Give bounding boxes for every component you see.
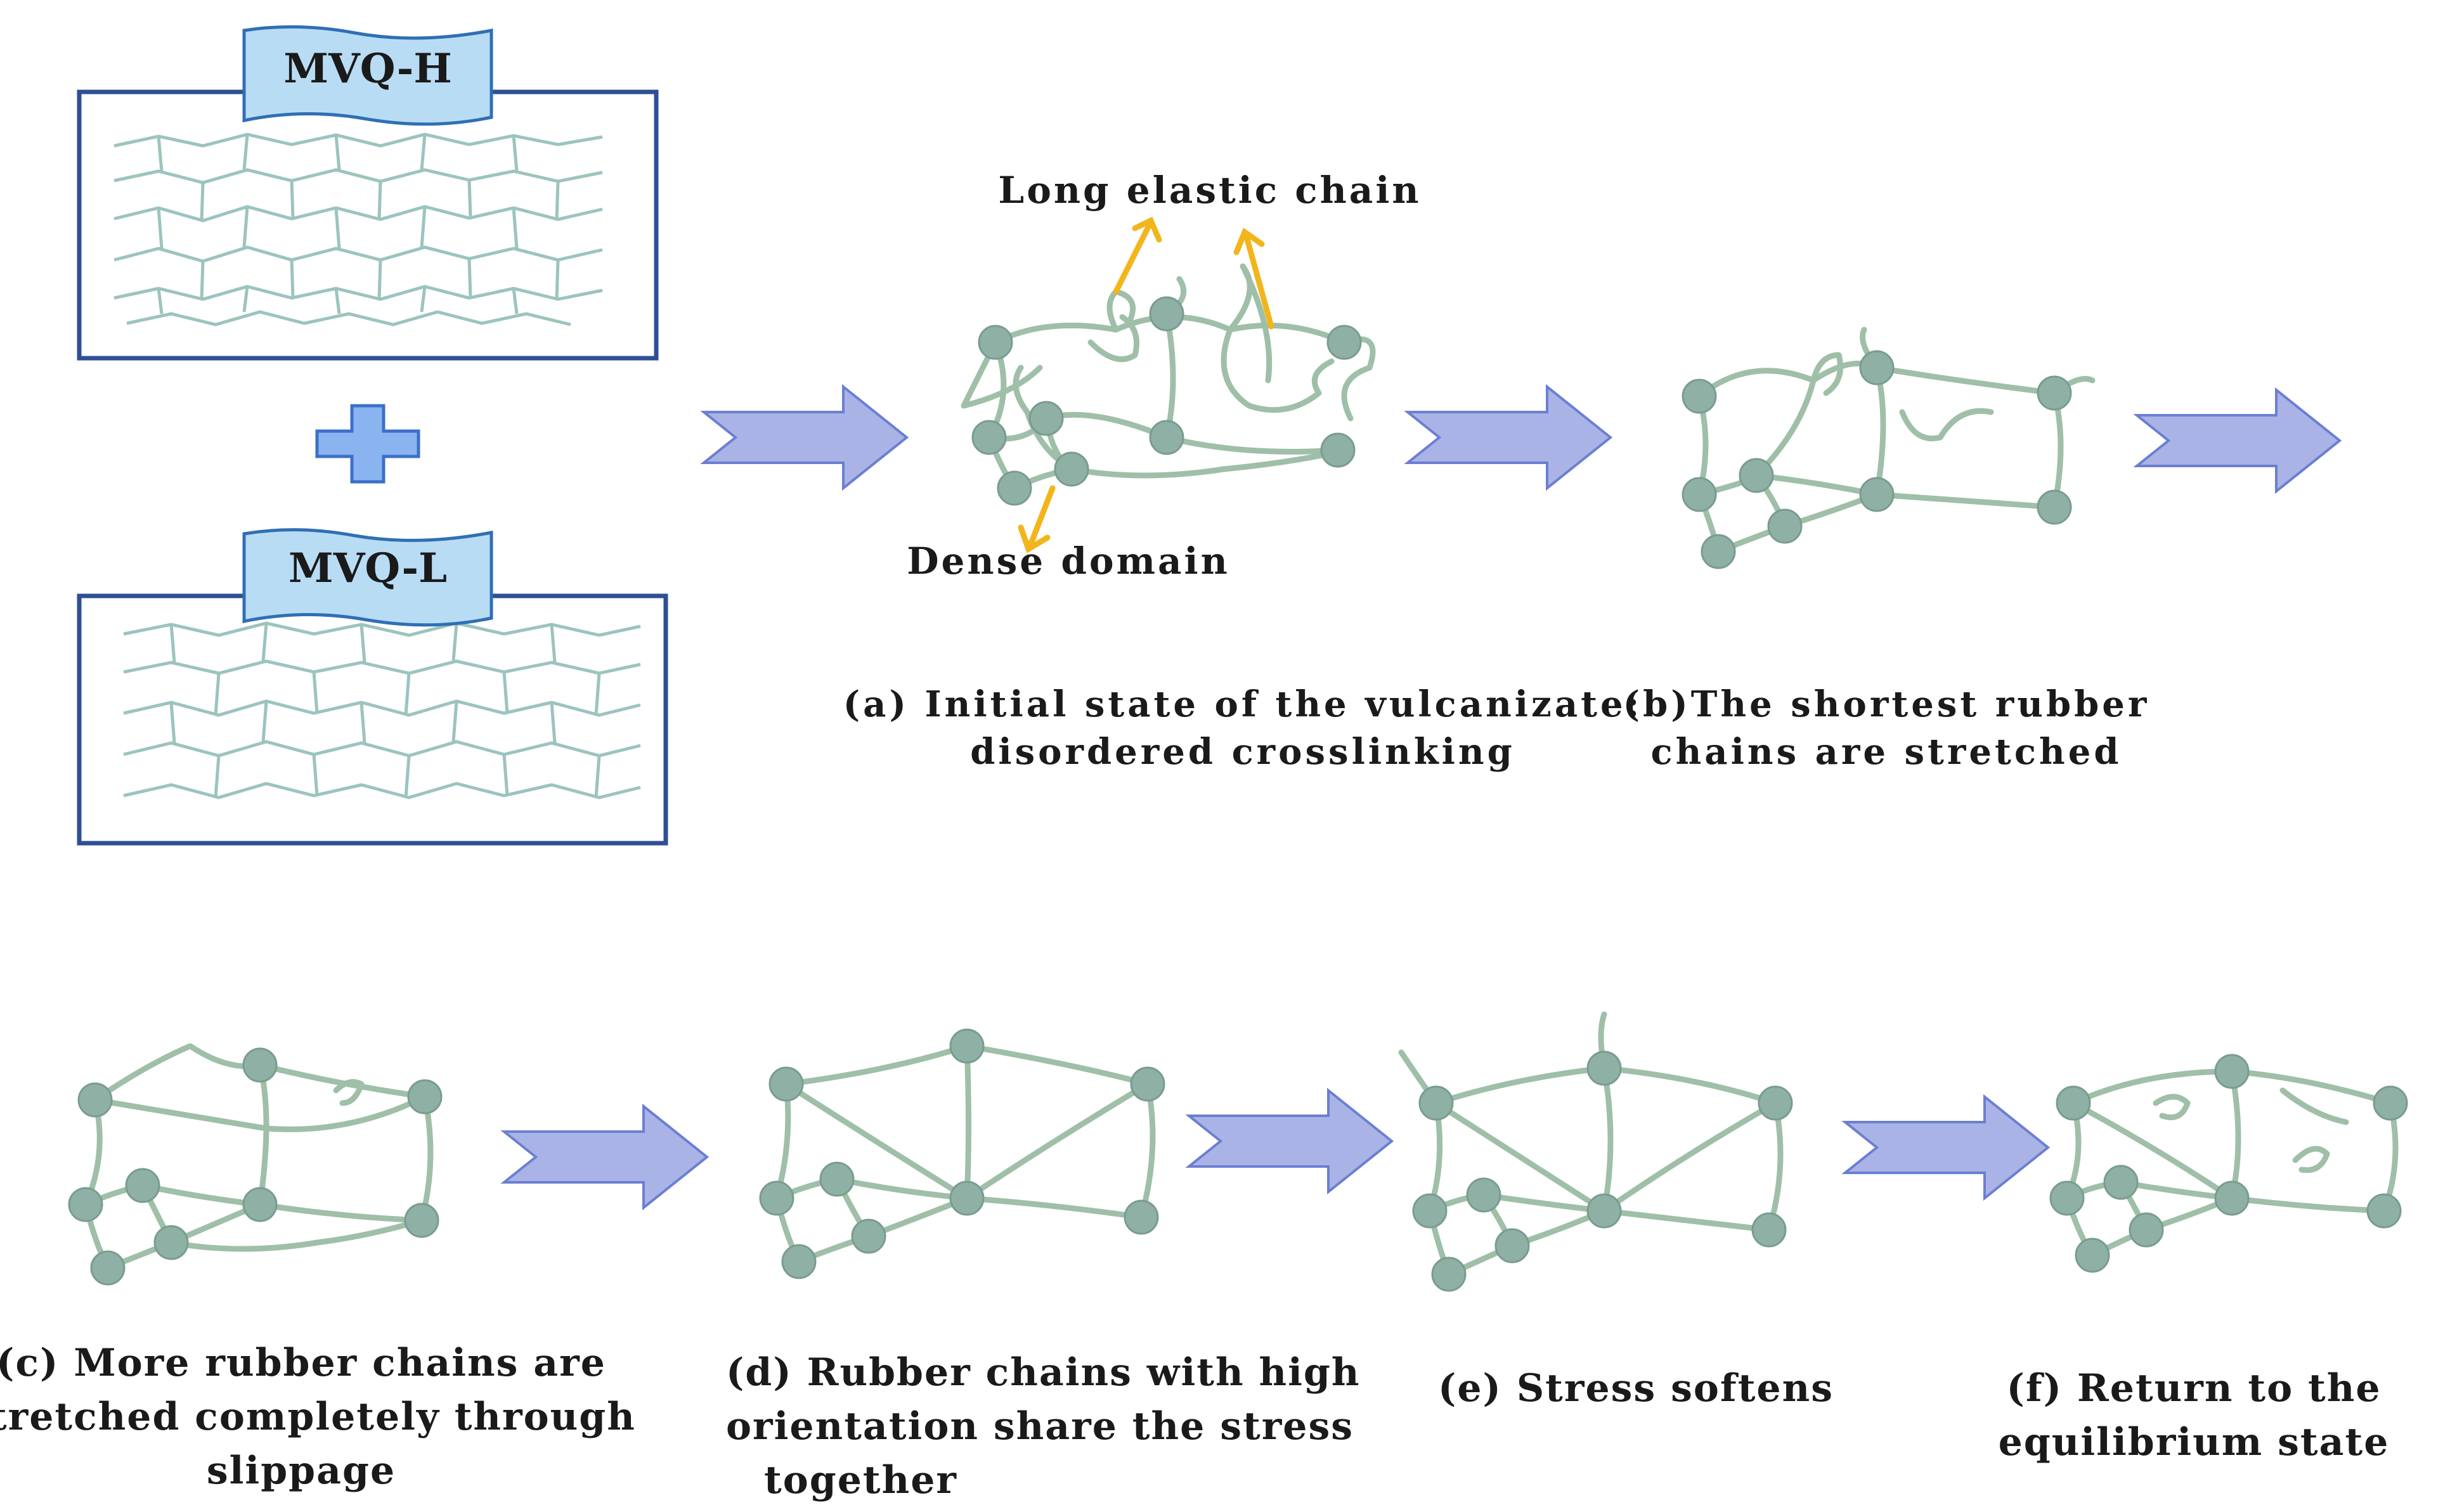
caption-e-line-1: (e) Stress softens [1438, 1366, 1834, 1411]
caption-c: (c) More rubber chains are stretched com… [0, 1341, 636, 1493]
mvq-l-network [123, 621, 641, 799]
mvq-l-tag [242, 528, 493, 627]
caption-c-line-1: (c) More rubber chains are [0, 1341, 606, 1385]
caption-c-line-3: slippage [207, 1449, 396, 1493]
mvq-l-label: MVQ-L [288, 545, 447, 592]
caption-a-line-1: (a) Initial state of the vulcanizate: [843, 683, 1643, 725]
caption-f-line-1: (f) Return to the [2006, 1366, 2381, 1411]
network-f [2049, 1054, 2408, 1273]
arrow-3 [2136, 389, 2341, 493]
mvq-l-box [77, 593, 668, 846]
dense-domain-label: Dense domain [907, 540, 1230, 583]
plus-icon [315, 404, 420, 484]
arrow-4 [503, 1105, 708, 1209]
network-e [1398, 1011, 1793, 1292]
caption-d: (d) Rubber chains with high orientation … [726, 1350, 1360, 1502]
caption-d-line-1: (d) Rubber chains with high [726, 1350, 1360, 1395]
caption-f-line-2: equilibrium state [1999, 1420, 2390, 1464]
network-a: Long elastic chain Dense domain [907, 169, 1421, 583]
long-chain-label: Long elastic chain [998, 169, 1421, 212]
long-chain-arrow-2 [1233, 228, 1274, 330]
mvq-h-network [113, 132, 603, 326]
caption-c-line-2: stretched completely through [0, 1395, 636, 1439]
caption-a-line-2: disordered crosslinking [970, 731, 1515, 773]
network-d [759, 1028, 1165, 1279]
caption-f: (f) Return to the equilibrium state [1999, 1366, 2390, 1464]
mvq-l-panel: MVQ-L [77, 528, 668, 846]
arrow-2 [1406, 385, 1612, 489]
caption-b-line-1: (b)The shortest rubber [1623, 683, 2150, 725]
caption-e: (e) Stress softens [1438, 1366, 1834, 1411]
caption-b: (b)The shortest rubber chains are stretc… [1623, 683, 2150, 773]
dense-domain-arrow [1018, 485, 1056, 553]
mvq-h-panel: MVQ-H [77, 25, 659, 361]
network-c [68, 1043, 443, 1286]
mvq-h-label: MVQ-H [283, 45, 452, 93]
network-b [1682, 326, 2096, 569]
arrow-6 [1844, 1095, 2049, 1199]
caption-a: (a) Initial state of the vulcanizate: di… [843, 683, 1643, 773]
arrow-1 [703, 385, 908, 489]
mvq-h-tag [242, 25, 493, 126]
long-chain-arrow-1 [1113, 216, 1162, 295]
caption-d-line-2: orientation share the stress [726, 1404, 1354, 1449]
caption-b-line-2: chains are stretched [1650, 731, 2122, 773]
caption-d-line-3: together [764, 1458, 957, 1502]
arrow-5 [1188, 1089, 1393, 1193]
